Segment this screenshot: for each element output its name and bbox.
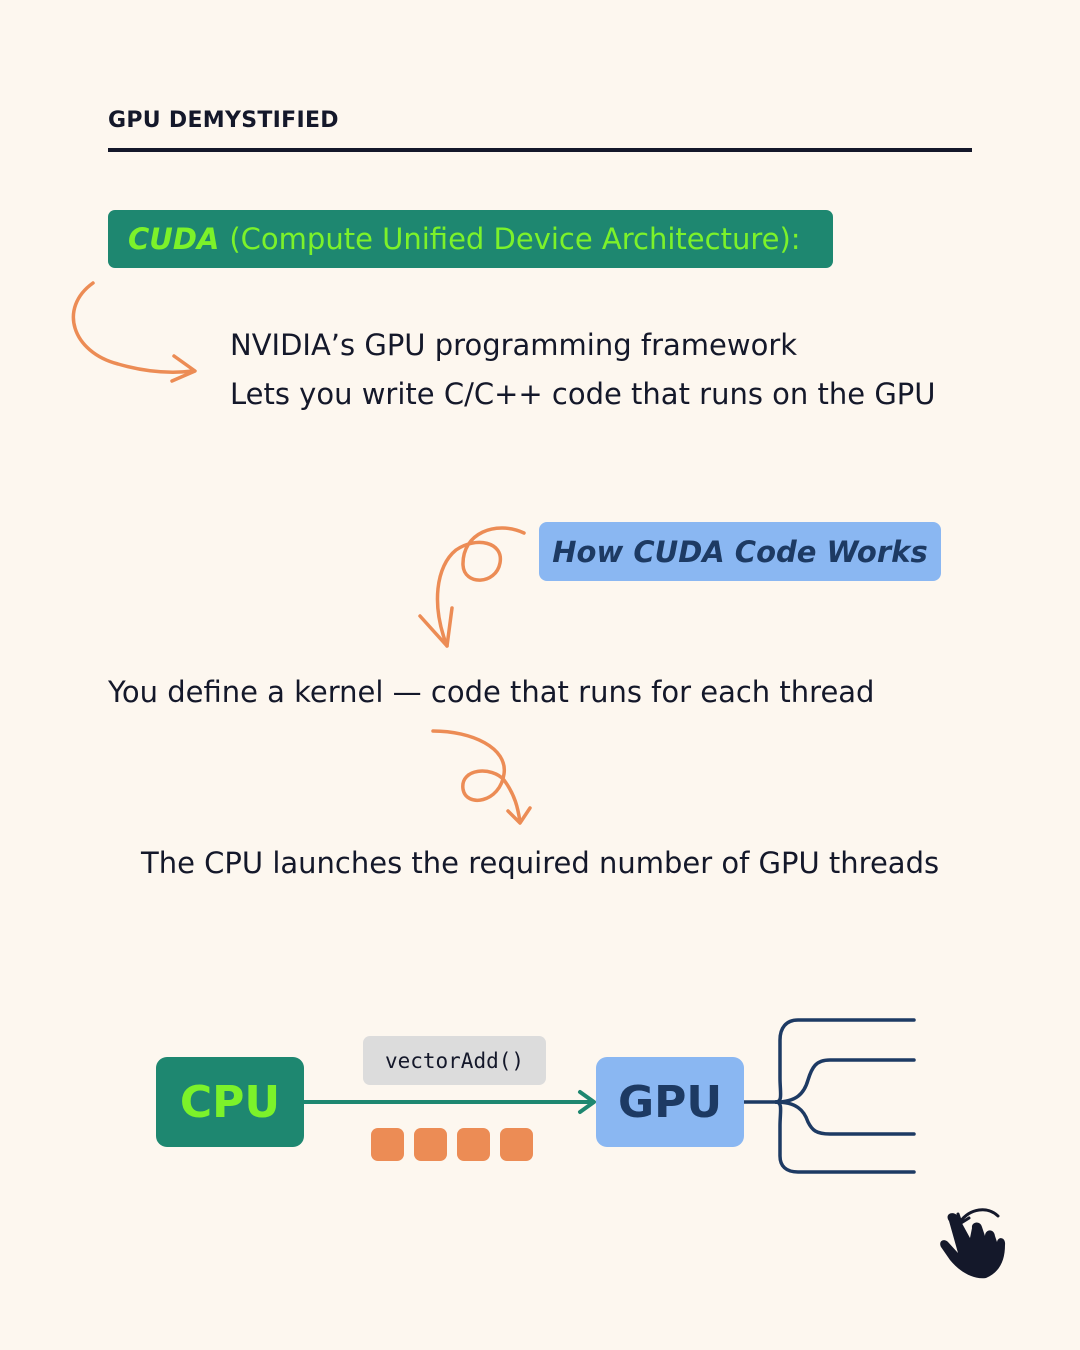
definition-line: NVIDIA’s GPU programming framework <box>230 328 798 362</box>
loop-arrow-icon <box>431 729 532 825</box>
data-block <box>414 1128 447 1161</box>
curved-arrow-icon <box>71 281 197 383</box>
thread-branches <box>742 1018 916 1174</box>
cuda-banner: CUDA (Compute Unified Device Architectur… <box>108 210 833 268</box>
step-kernel: You define a kernel — code that runs for… <box>108 675 875 709</box>
cuda-acronym: CUDA <box>128 222 220 256</box>
loop-arrow-icon <box>418 526 526 648</box>
data-block <box>371 1128 404 1161</box>
definition-line: Lets you write C/C++ code that runs on t… <box>230 377 936 411</box>
data-block <box>457 1128 490 1161</box>
cpu-node: CPU <box>156 1057 304 1147</box>
thread-blocks <box>371 1128 533 1161</box>
step-launch: The CPU launches the required number of … <box>141 846 940 880</box>
data-block <box>500 1128 533 1161</box>
gpu-node: GPU <box>596 1057 744 1147</box>
launch-arrow <box>302 1090 596 1114</box>
kernel-label: vectorAdd() <box>363 1036 546 1085</box>
series-label: GPU DEMYSTIFIED <box>108 108 339 133</box>
swipe-hand-icon <box>940 1208 1006 1279</box>
header-divider <box>108 148 972 152</box>
cuda-expansion: (Compute Unified Device Architecture): <box>229 222 801 256</box>
how-it-works-title: How CUDA Code Works <box>539 522 941 581</box>
